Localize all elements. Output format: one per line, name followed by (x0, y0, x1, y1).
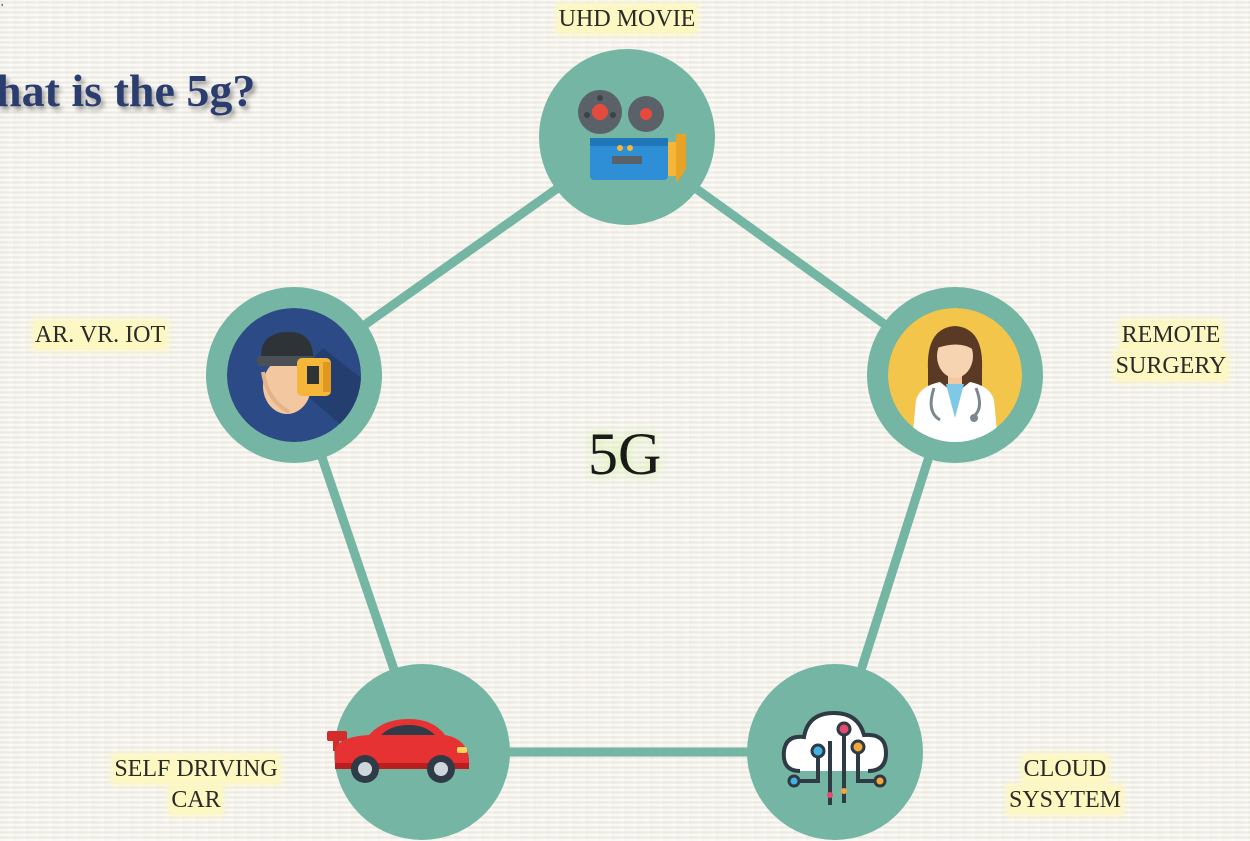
label-remote-surgery: REMOTE SURGERY (1115, 322, 1227, 379)
label-ar-vr-iot: AR. VR. IOT (34, 322, 166, 348)
movie-camera-icon (560, 70, 694, 204)
doctor-icon (888, 308, 1022, 442)
sports-car-icon (327, 685, 489, 819)
vr-headset-icon (227, 308, 361, 442)
page-title: hat is the 5g? (0, 65, 256, 116)
node-ar-vr-iot (206, 287, 382, 463)
node-remote-surgery (867, 287, 1043, 463)
center-5g-label: 5G (588, 421, 662, 487)
label-uhd-movie: UHD MOVIE (558, 6, 696, 32)
label-cloud-system: CLOUD SYSYTEM (1008, 756, 1122, 813)
label-self-driving-car: SELF DRIVING CAR (114, 756, 278, 813)
node-cloud-system (747, 664, 923, 840)
node-self-driving-car (327, 664, 510, 840)
corner-mark: ‧ (0, 0, 5, 14)
node-uhd-movie (539, 49, 715, 225)
cloud-network-icon (768, 685, 902, 819)
